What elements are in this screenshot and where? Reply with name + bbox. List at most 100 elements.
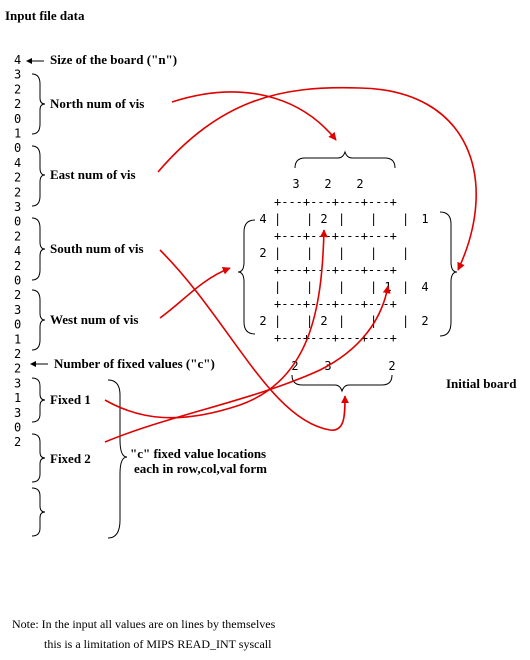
input-value: 1 bbox=[14, 332, 21, 346]
board-bottom-brace bbox=[291, 374, 393, 393]
input-value: 2 bbox=[14, 171, 21, 185]
grid-bar: | bbox=[338, 246, 345, 260]
west-brace bbox=[31, 289, 46, 351]
right-clue: 1 bbox=[421, 212, 428, 226]
num-fixed-pointer-arrow bbox=[30, 361, 48, 367]
input-value: 3 bbox=[14, 303, 21, 317]
right-clue: 4 bbox=[421, 280, 428, 294]
left-clue: 2 bbox=[259, 246, 266, 260]
fixed3-brace bbox=[31, 487, 46, 537]
fixed1-label: Fixed 1 bbox=[50, 392, 91, 407]
input-value: 4 bbox=[14, 156, 21, 170]
input-value: 0 bbox=[14, 141, 21, 155]
grid-bar: | bbox=[338, 314, 345, 328]
fixed2-red-arrow bbox=[104, 285, 391, 443]
grid-bar: | bbox=[370, 314, 377, 328]
initial-board: +---+---+---+---+ +---+---+---+---+ +---+-… bbox=[259, 177, 428, 373]
south-label: South num of vis bbox=[50, 241, 144, 256]
grid-bar: | bbox=[274, 314, 281, 328]
note-line2: this is a limitation of MIPS READ_INT sy… bbox=[44, 637, 272, 651]
grid-bar: | bbox=[370, 246, 377, 260]
grid-bar: | bbox=[306, 246, 313, 260]
board-top-brace bbox=[294, 150, 396, 169]
top-clue: 3 bbox=[292, 177, 299, 191]
grid-bar: | bbox=[274, 246, 281, 260]
bottom-clue: 2 bbox=[388, 359, 395, 373]
grid-line: +---+---+---+---+ bbox=[274, 331, 397, 345]
grid-bar: | bbox=[370, 280, 377, 294]
bottom-clue: 2 bbox=[291, 359, 298, 373]
fixed-all-brace bbox=[107, 379, 128, 539]
grid-bar: | bbox=[370, 212, 377, 226]
west-label: West num of vis bbox=[50, 312, 138, 327]
grid-bar: | bbox=[402, 314, 409, 328]
input-value: 0 bbox=[14, 112, 21, 126]
board-cell: 2 bbox=[320, 314, 327, 328]
left-clue: 2 bbox=[259, 314, 266, 328]
fixed2-label: Fixed 2 bbox=[50, 451, 91, 466]
north-red-arrow bbox=[171, 91, 337, 141]
fixed-desc-line2: each in row,col,val form bbox=[134, 461, 267, 476]
input-value: 3 bbox=[14, 68, 21, 82]
grid-bar: | bbox=[338, 212, 345, 226]
north-brace bbox=[31, 73, 46, 135]
grid-bar: | bbox=[274, 280, 281, 294]
grid-line: +---+---+---+---+ bbox=[274, 195, 397, 209]
size-pointer-arrow bbox=[26, 58, 44, 64]
east-brace bbox=[31, 145, 46, 207]
fixed1-brace bbox=[31, 377, 46, 423]
south-red-arrow bbox=[159, 249, 349, 431]
east-label: East num of vis bbox=[50, 167, 136, 182]
east-red-arrow bbox=[157, 86, 477, 271]
input-value: 2 bbox=[14, 362, 21, 376]
board-caption: Initial board bbox=[446, 376, 517, 391]
input-value: 3 bbox=[14, 376, 21, 390]
board-cell: 2 bbox=[320, 212, 327, 226]
input-value: 1 bbox=[14, 391, 21, 405]
input-value: 2 bbox=[14, 229, 21, 243]
title: Input file data bbox=[5, 8, 85, 23]
left-clue: 4 bbox=[259, 212, 266, 226]
board-right-brace bbox=[439, 211, 458, 337]
grid-line: +---+---+---+---+ bbox=[274, 263, 397, 277]
input-value: 0 bbox=[14, 274, 21, 288]
input-value: 0 bbox=[14, 318, 21, 332]
size-label: Size of the board ("n") bbox=[50, 52, 177, 67]
input-value: 4 bbox=[14, 53, 21, 67]
note-line1: Note: In the input all values are on lin… bbox=[12, 617, 276, 631]
grid-bar: | bbox=[274, 212, 281, 226]
input-value: 0 bbox=[14, 215, 21, 229]
num-fixed-label: Number of fixed values ("c") bbox=[54, 356, 215, 371]
grid-line: +---+---+---+---+ bbox=[274, 297, 397, 311]
grid-bar: | bbox=[306, 280, 313, 294]
input-value: 3 bbox=[14, 200, 21, 214]
grid-bar: | bbox=[402, 246, 409, 260]
input-value: 2 bbox=[14, 259, 21, 273]
input-value: 2 bbox=[14, 347, 21, 361]
input-value: 1 bbox=[14, 127, 21, 141]
board-left-brace bbox=[237, 219, 256, 335]
grid-bar: | bbox=[338, 280, 345, 294]
fixed2-brace bbox=[31, 433, 46, 483]
input-value: 3 bbox=[14, 406, 21, 420]
top-clue: 2 bbox=[324, 177, 331, 191]
fixed1-red-arrow bbox=[104, 229, 328, 419]
grid-line: +---+---+---+---+ bbox=[274, 229, 397, 243]
north-label: North num of vis bbox=[50, 96, 144, 111]
grid-bar: | bbox=[402, 280, 409, 294]
west-red-arrow bbox=[159, 266, 231, 319]
input-value: 2 bbox=[14, 97, 21, 111]
right-clue: 2 bbox=[421, 314, 428, 328]
input-value: 4 bbox=[14, 244, 21, 258]
input-value: 0 bbox=[14, 421, 21, 435]
south-brace bbox=[31, 217, 46, 281]
grid-bar: | bbox=[402, 212, 409, 226]
input-value: 2 bbox=[14, 185, 21, 199]
input-value: 2 bbox=[14, 435, 21, 449]
input-value: 2 bbox=[14, 82, 21, 96]
grid-bar: | bbox=[306, 212, 313, 226]
fixed-desc-line1: "c" fixed value locations bbox=[130, 446, 266, 461]
